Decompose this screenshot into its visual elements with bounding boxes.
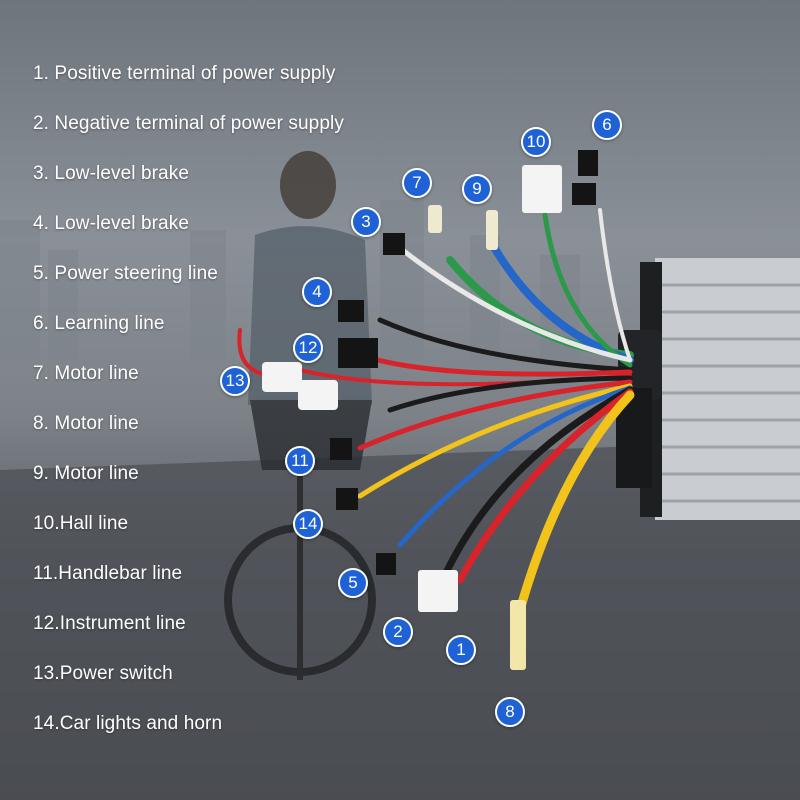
callout-14: 14 xyxy=(293,509,323,539)
legend-item-13: 13.Power switch xyxy=(33,663,173,684)
legend-item-4: 4. Low-level brake xyxy=(33,213,189,234)
legend-item-8: 8. Motor line xyxy=(33,413,139,434)
legend-item-1: 1. Positive terminal of power supply xyxy=(33,63,336,84)
callout-4: 4 xyxy=(302,277,332,307)
callout-7: 7 xyxy=(402,168,432,198)
connectors xyxy=(262,150,598,670)
wire-bundle xyxy=(237,208,635,615)
controller-body xyxy=(616,258,800,520)
legend-item-11: 11.Handlebar line xyxy=(33,563,183,584)
legend-item-14: 14.Car lights and horn xyxy=(33,713,223,734)
legend-list: 1. Positive terminal of power supply 2. … xyxy=(33,61,344,761)
legend-item-6: 6. Learning line xyxy=(33,313,165,334)
callout-6: 6 xyxy=(592,110,622,140)
legend-item-10: 10.Hall line xyxy=(33,513,129,534)
legend-item-9: 9. Motor line xyxy=(33,463,139,484)
legend-item-5: 5. Power steering line xyxy=(33,263,218,284)
legend-item-3: 3. Low-level brake xyxy=(33,163,189,184)
callout-13: 13 xyxy=(220,366,250,396)
callout-8: 8 xyxy=(495,697,525,727)
callout-11: 11 xyxy=(285,446,315,476)
legend-item-7: 7. Motor line xyxy=(33,363,139,384)
callout-12: 12 xyxy=(293,333,323,363)
callout-3: 3 xyxy=(351,207,381,237)
callout-10: 10 xyxy=(521,127,551,157)
legend-item-12: 12.Instrument line xyxy=(33,613,186,634)
legend-item-2: 2. Negative terminal of power supply xyxy=(33,113,344,134)
callout-1: 1 xyxy=(446,635,476,665)
callout-2: 2 xyxy=(383,617,413,647)
callout-9: 9 xyxy=(462,174,492,204)
callout-5: 5 xyxy=(338,568,368,598)
